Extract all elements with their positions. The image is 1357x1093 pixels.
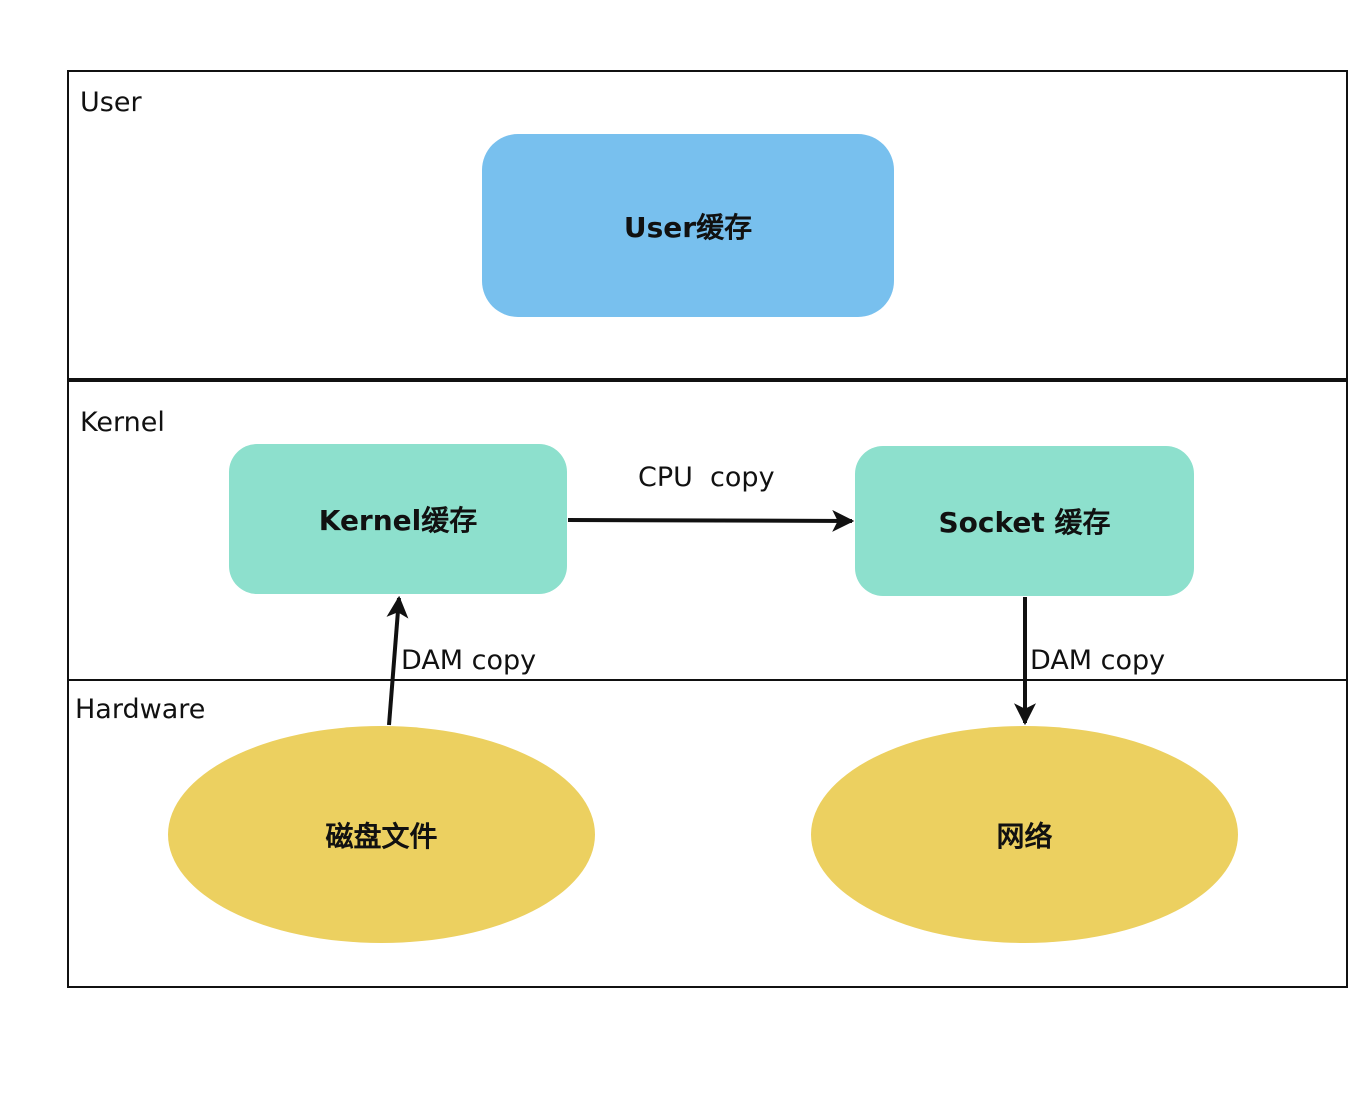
cpu-copy-label: CPU copy — [638, 462, 775, 493]
kernel-layer-label: Kernel — [80, 407, 165, 438]
disk-file-label: 磁盘文件 — [325, 819, 438, 853]
dma-copy-right-label: DAM copy — [1030, 645, 1166, 676]
socket-cache-node: Socket 缓存 — [855, 446, 1194, 596]
kernel-hardware-divider — [67, 679, 1348, 681]
dma-copy-left-label: DAM copy — [401, 645, 537, 676]
diagram-frame — [67, 70, 1348, 988]
user-kernel-divider — [67, 378, 1348, 382]
disk-file-node: 磁盘文件 — [168, 726, 595, 943]
network-node: 网络 — [811, 726, 1238, 943]
kernel-cache-node: Kernel缓存 — [229, 444, 567, 594]
socket-cache-label: Socket 缓存 — [938, 506, 1111, 539]
user-layer-label: User — [80, 87, 142, 118]
hardware-layer-label: Hardware — [75, 694, 206, 725]
user-cache-label: User缓存 — [623, 210, 753, 244]
kernel-cache-label: Kernel缓存 — [318, 504, 478, 537]
network-label: 网络 — [996, 819, 1053, 853]
user-cache-node: User缓存 — [482, 134, 894, 317]
